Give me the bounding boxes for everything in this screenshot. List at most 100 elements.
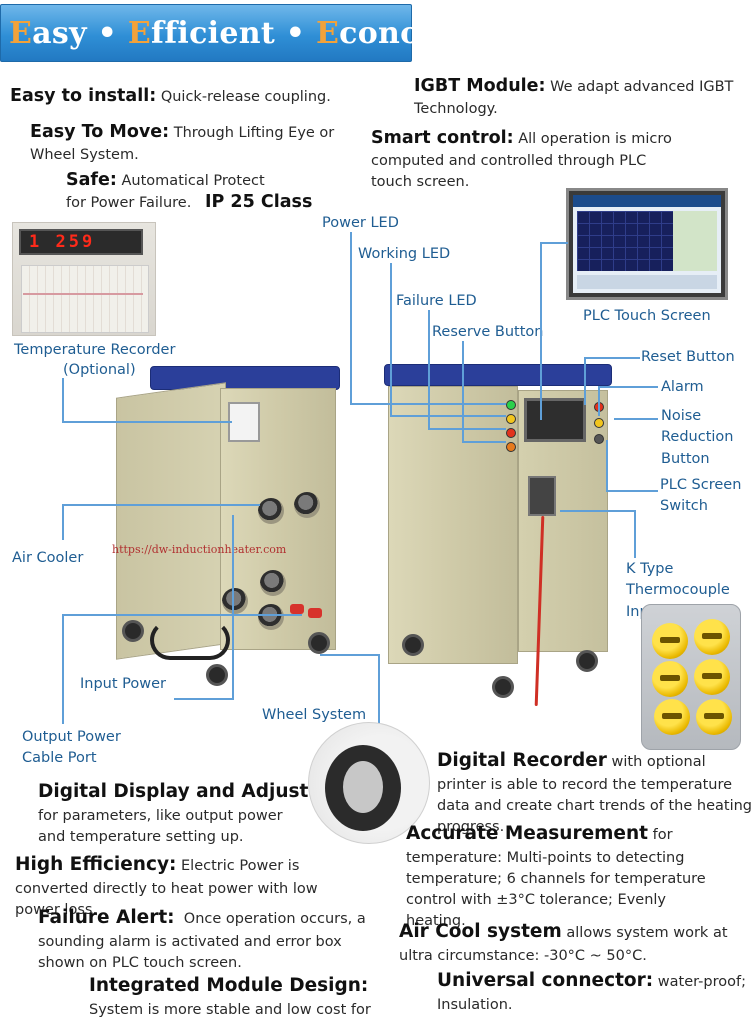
feature-smart-control: Smart control: All operation is micro co… [371, 126, 691, 193]
caster-wheel [308, 632, 330, 654]
machine-top-cover [150, 366, 340, 390]
label-output-power-2: Cable Port [22, 750, 97, 766]
leader-line [462, 341, 464, 442]
wheel-closeup-photo [308, 722, 430, 844]
plc-status-bar [577, 275, 717, 289]
caster-wheel [206, 664, 228, 686]
plc-touch-screen-photo [566, 188, 728, 300]
plc-screen-content [573, 195, 721, 293]
leader-line [62, 614, 302, 616]
banner-initial-3: E [315, 15, 340, 51]
leader-line [606, 440, 608, 492]
leader-line [584, 357, 586, 405]
banner-word-1: asy [32, 15, 87, 51]
feature-text: for parameters, like output power and te… [38, 807, 283, 845]
feature-text: for temperature: Multi-points to detecti… [406, 827, 706, 929]
leader-line [62, 378, 64, 422]
banner-separator-2: • [275, 15, 316, 51]
label-air-cooler: Air Cooler [12, 550, 84, 566]
leader-line [598, 386, 658, 388]
plc-screen [524, 398, 586, 442]
caster-wheel [576, 650, 598, 672]
banner-initial-1: E [9, 15, 33, 51]
feature-text: allows system work at ultra circumstance… [399, 925, 728, 964]
leader-line [598, 386, 600, 416]
label-plc-screen-switch-2: Switch [660, 498, 708, 514]
power-led [506, 400, 516, 410]
feature-title: High Efficiency: [15, 854, 177, 875]
label-input-power: Input Power [80, 676, 166, 692]
feature-title: Integrated Module Design: [89, 975, 369, 996]
feature-safe: Safe: Automatical Protect for Power Fail… [66, 168, 276, 214]
wheel-hub [343, 761, 383, 813]
machine-top-cover [384, 364, 612, 386]
feature-title: Digital Display and Adjust [38, 781, 309, 802]
label-noise-reduction-2: Reduction [661, 429, 734, 445]
banner-separator-1: • [86, 15, 128, 51]
label-alarm: Alarm [661, 379, 704, 395]
leader-line [584, 357, 640, 359]
air-cooler-fan [294, 492, 320, 518]
recorder-channel: 1 [29, 232, 43, 252]
feature-text: Quick-release coupling. [156, 89, 331, 105]
feature-title: Failure Alert: [38, 907, 175, 928]
label-noise-reduction-1: Noise [661, 408, 702, 424]
caster-wheel [122, 620, 144, 642]
thermocouple-connector [696, 699, 732, 735]
feature-universal-connector: Universal connector: water-proof; Insula… [437, 968, 747, 1016]
leader-line [62, 614, 64, 724]
label-failure-led: Failure LED [396, 293, 477, 309]
leader-line [560, 510, 634, 512]
leader-line [378, 654, 380, 754]
thermocouple-connector [694, 659, 730, 695]
feature-title: Smart control: [371, 128, 514, 148]
leader-line [634, 510, 636, 558]
feature-text: We adapt advanced IGBT Technology. [414, 79, 734, 118]
feature-accurate-measurement: Accurate Measurement for temperature: Mu… [406, 821, 730, 932]
leader-line [390, 263, 392, 416]
recorder-display: 1 259 [19, 229, 143, 255]
thermocouple-connector [652, 623, 688, 659]
leader-line [350, 232, 352, 404]
thermocouple-connector [654, 699, 690, 735]
label-power-led: Power LED [322, 215, 399, 231]
failure-led [506, 428, 516, 438]
noise-reduction-button [594, 434, 604, 444]
watermark-url: https://dw-inductionheater.com [112, 543, 287, 556]
feature-easy-move: Easy To Move: Through Lifting Eye or Whe… [30, 120, 350, 166]
thermocouple-connector [694, 619, 730, 655]
leader-line [428, 310, 430, 429]
alarm-indicator [594, 418, 604, 428]
banner-initial-2: E [127, 15, 151, 51]
feature-high-efficiency: High Efficiency: Electric Power is conve… [15, 852, 345, 921]
recorder-slot [228, 402, 260, 442]
label-reserve-button: Reserve Button [432, 324, 544, 340]
feature-air-cool: Air Cool system allows system work at ul… [399, 919, 729, 967]
leader-line [390, 415, 506, 417]
recorder-trace [23, 293, 143, 295]
label-ktype-2: Thermocouple [626, 582, 730, 598]
cable-port [222, 588, 248, 614]
feature-text: Through Lifting Eye or Wheel System. [30, 125, 335, 164]
reserve-button [506, 442, 516, 452]
plc-trend-graph [577, 211, 673, 271]
feature-title: Accurate Measurement [406, 823, 648, 844]
leader-line [540, 242, 568, 244]
feature-easy-install: Easy to install: Quick-release coupling. [10, 84, 370, 109]
power-cable [150, 620, 230, 660]
feature-title: Universal connector: [437, 970, 654, 991]
air-cooler-fan [258, 498, 284, 524]
feature-title: Easy To Move: [30, 122, 170, 142]
feature-text: System is more stable and low cost for m… [89, 1001, 371, 1024]
machine-front-view [382, 356, 612, 706]
feature-text: All operation is micro computed and cont… [371, 131, 672, 191]
label-plc-screen-switch-1: PLC Screen [660, 477, 742, 493]
cable-port [260, 570, 286, 596]
leader-line [62, 421, 232, 423]
feature-failure-alert: Failure Alert: Once operation occurs, a … [38, 905, 392, 974]
cable-port [258, 604, 284, 630]
feature-title: Safe: [66, 170, 117, 190]
feature-title: Air Cool system [399, 921, 562, 942]
feature-text: with optional printer is able to record … [437, 754, 752, 835]
